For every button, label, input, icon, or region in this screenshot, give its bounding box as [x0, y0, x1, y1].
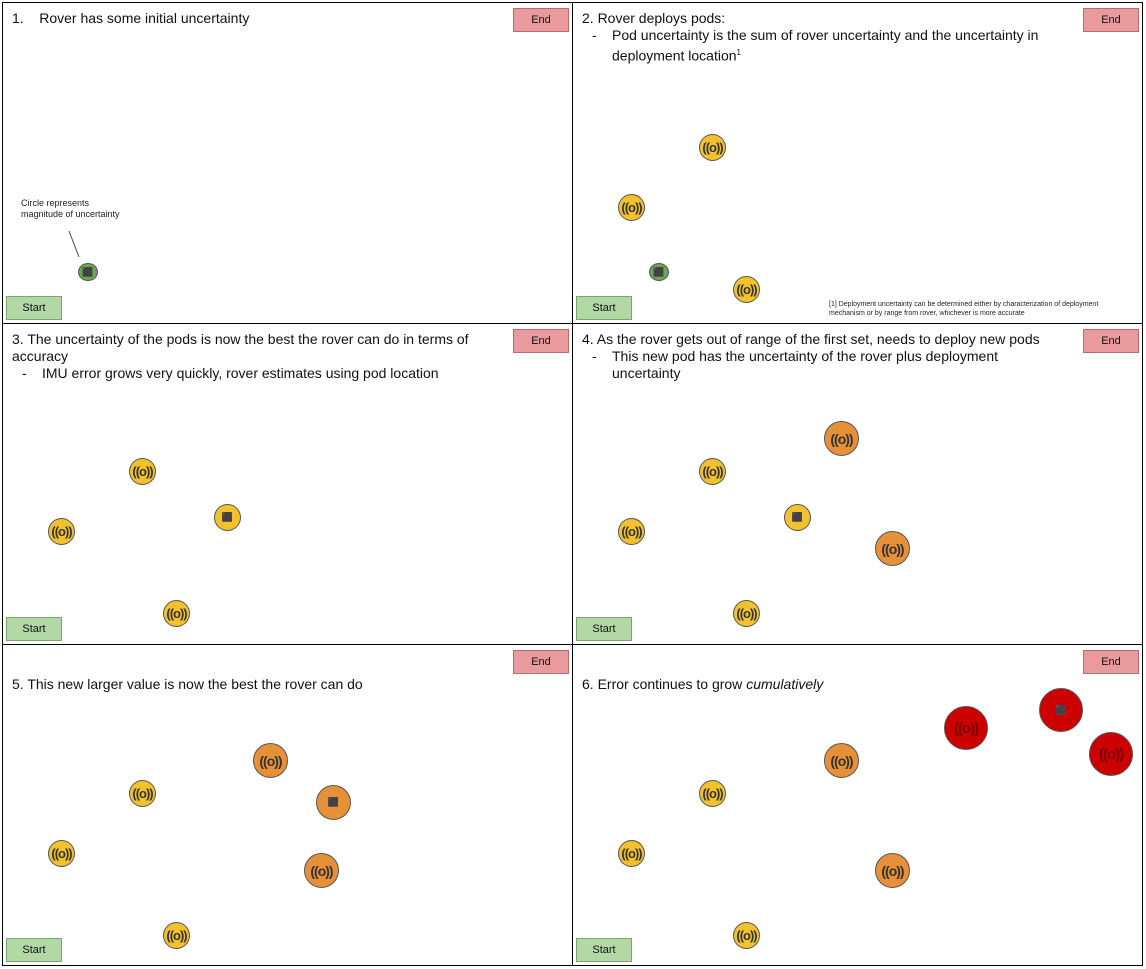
uncertainty-note-line-2: magnitude of uncertainty: [21, 209, 120, 219]
pod-icon: ((o)): [253, 743, 288, 778]
panel-2-title: 2. Rover deploys pods:: [582, 10, 726, 26]
rover-icon: ⬛: [649, 263, 669, 281]
note-pointer-line: [68, 230, 80, 258]
uncertainty-note: Circle represents magnitude of uncertain…: [21, 198, 120, 220]
footnote-marker: 1: [736, 48, 741, 57]
end-button[interactable]: End: [513, 8, 569, 32]
pod-icon: ((o)): [699, 458, 726, 485]
panel-3-bullet-line-1: IMU error grows very quickly, rover esti…: [42, 365, 439, 381]
pod-icon: ((o)): [304, 853, 339, 888]
pod-icon: ((o)): [875, 853, 910, 888]
end-button[interactable]: End: [513, 329, 569, 353]
pod-icon: ((o)): [824, 743, 859, 778]
pod-icon: ((o)): [48, 518, 75, 545]
pod-icon: ((o)): [1089, 732, 1133, 776]
start-button[interactable]: Start: [576, 617, 632, 641]
pod-icon: ((o)): [163, 600, 190, 627]
pod-icon: ((o)): [875, 531, 910, 566]
panel-4-bullet-line-2: uncertainty: [612, 365, 681, 381]
pod-icon: ((o)): [944, 706, 988, 750]
end-button[interactable]: End: [1083, 329, 1139, 353]
panel-1: 1. Rover has some initial uncertainty En…: [2, 2, 573, 324]
pod-icon: ((o)): [129, 780, 156, 807]
panel-4-title: 4. As the rover gets out of range of the…: [582, 331, 1040, 347]
panel-6-title-emphasis: cumulatively: [746, 676, 824, 692]
pod-icon: ((o)): [129, 458, 156, 485]
pod-icon: ((o)): [618, 194, 645, 221]
end-button[interactable]: End: [1083, 8, 1139, 32]
panel-3-title: 3. The uncertainty of the pods is now th…: [12, 331, 469, 347]
start-button[interactable]: Start: [576, 296, 632, 320]
panel-3: 3. The uncertainty of the pods is now th…: [2, 323, 573, 645]
footnote: [1] Deployment uncertainty can be determ…: [829, 300, 1098, 318]
rover-icon: ⬛: [214, 504, 241, 531]
start-button[interactable]: Start: [6, 938, 62, 962]
panel-5: 5. This new larger value is now the best…: [2, 644, 573, 966]
rover-icon: ⬛: [316, 785, 351, 820]
start-button[interactable]: Start: [576, 938, 632, 962]
pod-icon: ((o)): [699, 134, 726, 161]
pod-icon: ((o)): [699, 780, 726, 807]
rover-icon: ⬛: [784, 504, 811, 531]
panel-2-bullet-line-2: deployment location: [612, 47, 737, 64]
footnote-line-2: mechanism or by range from rover, whiche…: [829, 310, 1025, 317]
panel-5-title: 5. This new larger value is now the best…: [12, 676, 363, 692]
end-button[interactable]: End: [513, 650, 569, 674]
rover-icon: ⬛: [1039, 688, 1083, 732]
pod-icon: ((o)): [618, 840, 645, 867]
start-button[interactable]: Start: [6, 617, 62, 641]
rover-icon: ⬛: [78, 263, 98, 281]
uncertainty-note-line-1: Circle represents: [21, 198, 90, 208]
pod-icon: ((o)): [48, 840, 75, 867]
pod-icon: ((o)): [733, 922, 760, 949]
panel-4: 4. As the rover gets out of range of the…: [572, 323, 1143, 645]
start-button[interactable]: Start: [6, 296, 62, 320]
pod-icon: ((o)): [824, 421, 859, 456]
panel-6-title: 6. Error continues to grow cumulatively: [582, 676, 823, 693]
panel-6-title-prefix: 6. Error continues to grow: [582, 676, 747, 692]
pod-icon: ((o)): [733, 600, 760, 627]
pod-icon: ((o)): [618, 518, 645, 545]
panel-1-title: 1. Rover has some initial uncertainty: [12, 10, 250, 26]
pod-icon: ((o)): [163, 922, 190, 949]
panel-3-title-cont: accuracy: [12, 348, 69, 364]
panel-2: 2. Rover deploys pods: - Pod uncertainty…: [572, 2, 1143, 324]
end-button[interactable]: End: [1083, 650, 1139, 674]
pod-icon: ((o)): [733, 276, 760, 303]
panel-6: 6. Error continues to grow cumulatively …: [572, 644, 1143, 966]
footnote-line-1: [1] Deployment uncertainty can be determ…: [829, 301, 1099, 308]
panel-2-bullet-line-1: Pod uncertainty is the sum of rover unce…: [612, 27, 1039, 43]
panel-4-bullet-line-1: This new pod has the uncertainty of the …: [612, 348, 998, 364]
